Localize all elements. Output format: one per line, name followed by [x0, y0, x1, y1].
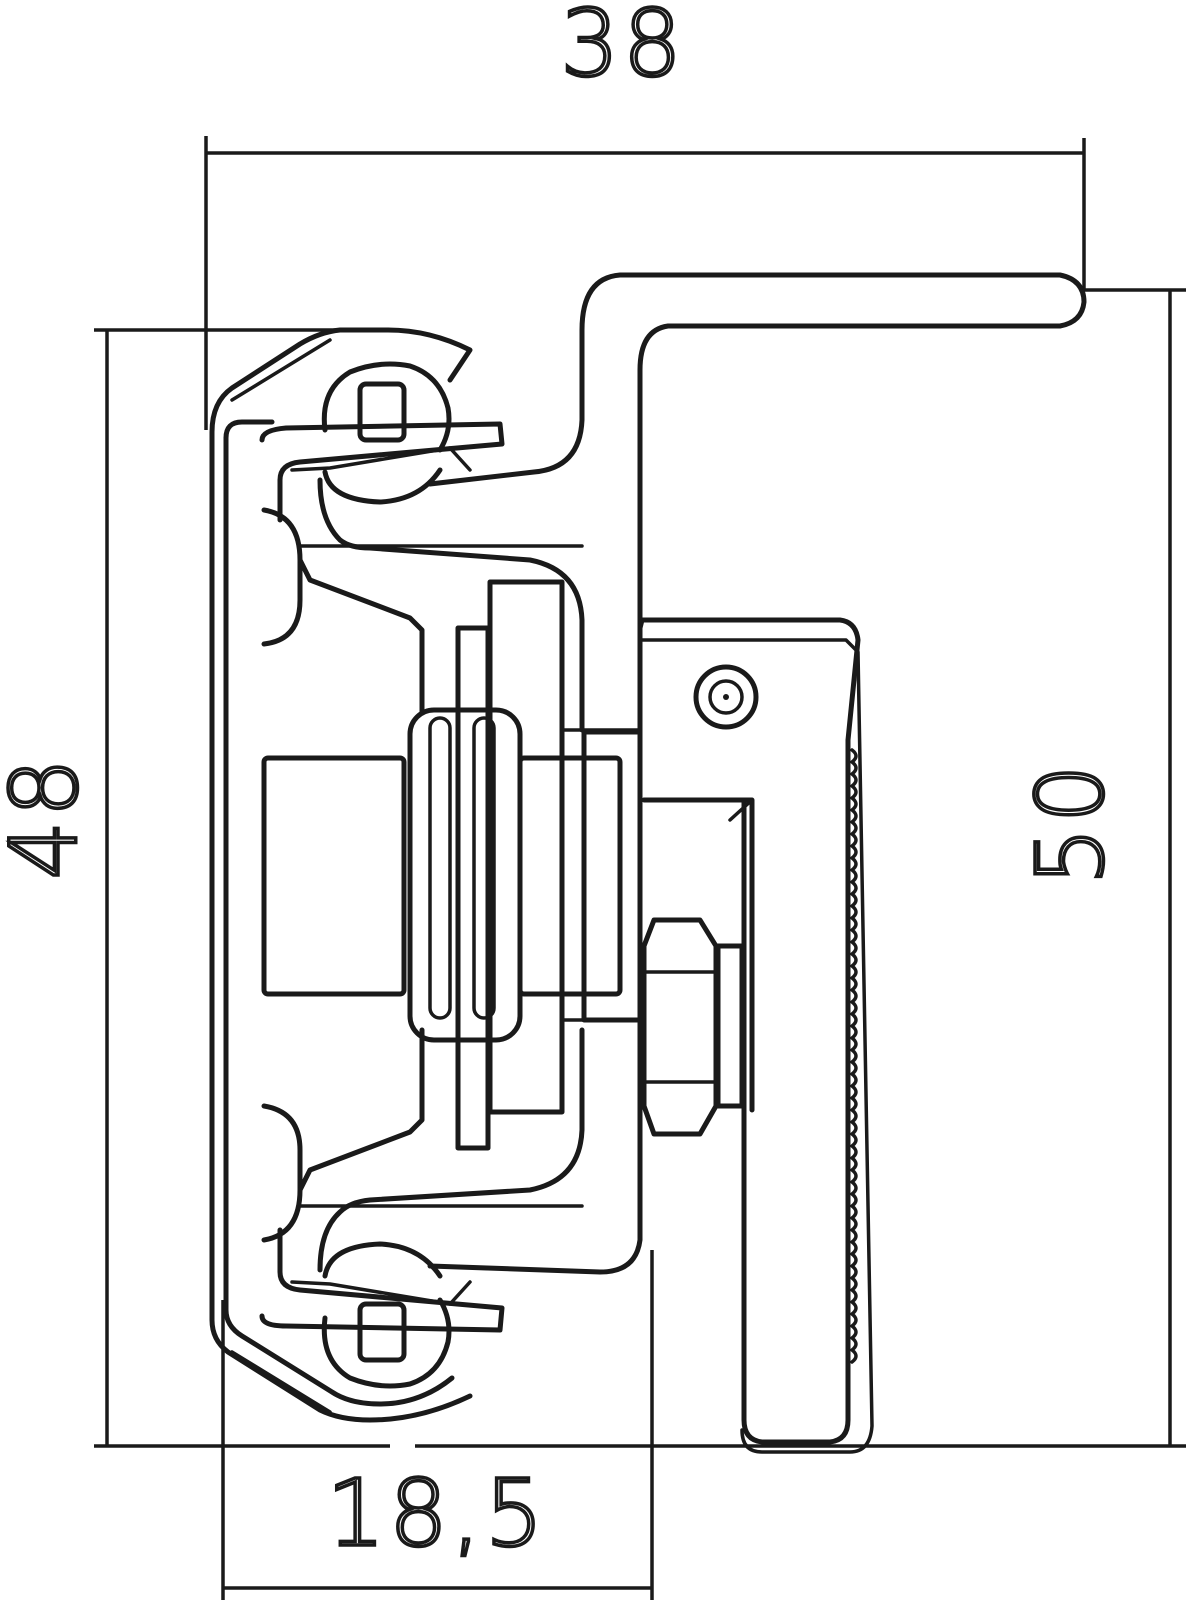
cover-plate: [637, 617, 874, 1454]
left-knuckles: [261, 507, 303, 1243]
central-hub: [261, 557, 643, 1193]
lower-spring-plate: [259, 1027, 585, 1333]
dimension-right: 50: [415, 288, 1186, 1448]
upper-screw-boss: [321, 361, 452, 505]
dimension-label-height-right: 50: [1017, 760, 1124, 885]
hinge-bracket: [209, 327, 473, 1423]
dimension-label-width-top: 38: [560, 0, 685, 97]
dimension-bottom: 18,5: [221, 1250, 654, 1600]
dimension-label-width-bottom: 18,5: [327, 1460, 548, 1567]
adjustment-nut: [641, 797, 755, 1137]
hinge-arm: [427, 272, 1087, 1275]
dimension-left: 48: [0, 328, 390, 1448]
guide-bars: [298, 544, 642, 1208]
dimension-top: 38: [204, 0, 1086, 430]
dimension-label-height-left: 48: [0, 754, 98, 879]
